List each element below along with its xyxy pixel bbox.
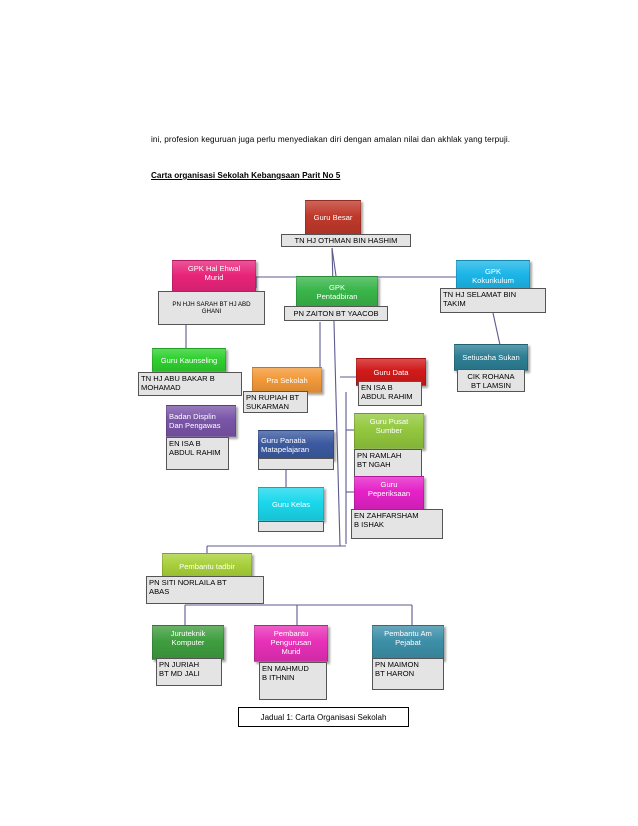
guru-peperiksaan-box: Guru Peperiksaan [354, 476, 424, 510]
pra-sekolah-title: Pra Sekolah [266, 375, 308, 385]
setiusaha-sukan-name: CIK ROHANA BT LAMSIN [457, 369, 525, 392]
pembantu-pengurusan-box: Pembantu Pengurusan Murid [254, 625, 328, 662]
guru-data-name: EN ISA B ABDUL RAHIM [358, 381, 422, 406]
guru-kaunseling-box: Guru Kaunseling [152, 348, 226, 372]
gpk-kokurikulum-name: TN HJ SELAMAT BIN TAKIM [440, 288, 546, 313]
setiusaha-sukan-box: Setiusaha Sukan [454, 344, 528, 371]
pembantu-pengurusan-name: EN MAHMUD B ITHNIN [259, 662, 327, 700]
guru-data-title: Guru Data [373, 367, 409, 377]
juruteknik-title: Juruteknik Komputer [170, 629, 206, 647]
pembantu-am-box: Pembantu Am Pejabat [372, 625, 444, 660]
guru-besar-name: TN HJ OTHMAN BIN HASHIM [281, 234, 411, 247]
pembantu-am-name: PN MAIMON BT HARON [372, 658, 444, 690]
pembantu-am-title: Pembantu Am Pejabat [384, 629, 432, 647]
body-paragraph: ini, profesion keguruan juga perlu menye… [151, 135, 511, 144]
guru-pusat-sumber-box: Guru Pusat Sumber [354, 413, 424, 449]
chart-caption: Jadual 1: Carta Organisasi Sekolah [238, 707, 409, 727]
guru-peperiksaan-title: Guru Peperiksaan [367, 480, 411, 498]
pra-sekolah-box: Pra Sekolah [252, 367, 322, 393]
guru-panatia-title: Guru Panatia Matapelajaran [261, 436, 310, 454]
guru-kelas-name [258, 521, 324, 532]
guru-kelas-box: Guru Kelas [258, 487, 324, 521]
juruteknik-name: PN JURIAH BT MD JALI [156, 658, 222, 686]
badan-disiplin-box: Badan Displin Dan Pengawas [166, 405, 236, 437]
guru-panatia-box: Guru Panatia Matapelajaran [258, 430, 334, 460]
gpk-hem-name: PN HJH SARAH BT HJ ABD GHANI [158, 291, 265, 325]
setiusaha-sukan-title: Setiusaha Sukan [462, 353, 520, 362]
gpk-pentadbiran-title: GPK Pentadbiran [316, 283, 358, 301]
org-chart-heading: Carta organisasi Sekolah Kebangsaan Pari… [151, 171, 341, 180]
pembantu-tadbir-title: Pembantu tadbir [179, 561, 235, 571]
guru-pusat-sumber-title: Guru Pusat Sumber [369, 417, 409, 435]
gpk-hem-title: GPK Hal Ehwal Murid [187, 264, 241, 282]
guru-besar-box: Guru Besar [305, 200, 361, 235]
gpk-kokurikulum-title: GPK Kokurikulum [472, 267, 514, 285]
gpk-pentadbiran-name: PN ZAITON BT YAACOB [284, 306, 388, 321]
guru-kaunseling-name: TN HJ ABU BAKAR B MOHAMAD [138, 372, 242, 396]
pembantu-pengurusan-title: Pembantu Pengurusan Murid [270, 629, 312, 656]
guru-panatia-name [258, 458, 334, 470]
guru-besar-title: Guru Besar [313, 213, 353, 222]
badan-disiplin-name: EN ISA B ABDUL RAHIM [166, 437, 229, 470]
pra-sekolah-name: PN RUPIAH BT SUKARMAN [243, 391, 308, 413]
guru-kaunseling-title: Guru Kaunseling [160, 355, 218, 365]
connector-line [492, 312, 501, 346]
gpk-kokurikulum-box: GPK Kokurikulum [456, 260, 530, 292]
badan-disiplin-title: Badan Displin Dan Pengawas [169, 412, 221, 430]
guru-peperiksaan-name: EN ZAHFARSHAM B ISHAK [351, 509, 443, 539]
gpk-pentadbiran-box: GPK Pentadbiran [296, 276, 378, 308]
gpk-hem-box: GPK Hal Ehwal Murid [172, 260, 256, 294]
guru-pusat-sumber-name: PN RAMLAH BT NGAH [354, 449, 422, 477]
juruteknik-box: Juruteknik Komputer [152, 625, 224, 660]
pembantu-tadbir-box: Pembantu tadbir [162, 553, 252, 579]
guru-kelas-title: Guru Kelas [272, 499, 310, 509]
pembantu-tadbir-name: PN SITI NORLAILA BT ABAS [146, 576, 264, 604]
